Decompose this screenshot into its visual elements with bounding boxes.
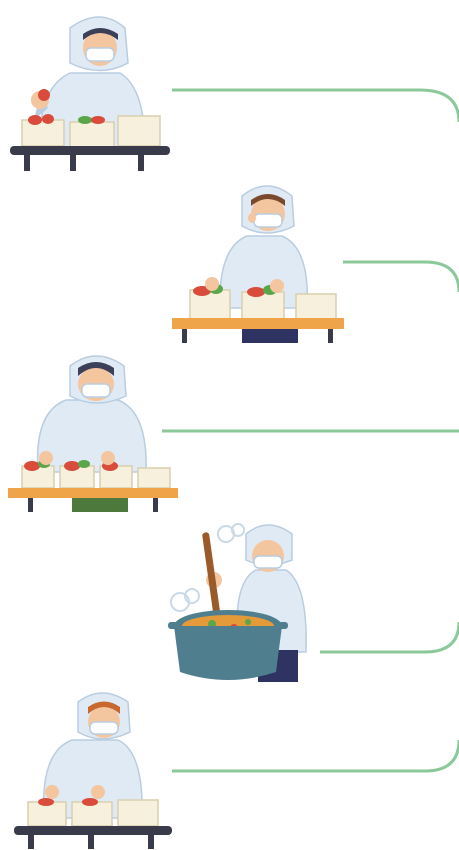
conveyor-belt bbox=[10, 146, 170, 171]
work-table bbox=[8, 488, 178, 512]
connector-line-2 bbox=[343, 262, 459, 292]
worker-filling-boxes-illustration bbox=[10, 8, 175, 173]
conveyor-belt bbox=[14, 826, 172, 849]
worker-packing-trays-illustration bbox=[8, 350, 178, 515]
soup-pot bbox=[168, 610, 288, 680]
connector-line-1 bbox=[172, 90, 459, 122]
work-table bbox=[172, 318, 344, 343]
produce-boxes bbox=[22, 114, 160, 148]
connector-line-5 bbox=[172, 740, 459, 771]
worker-adding-produce-illustration bbox=[172, 178, 344, 343]
worker-sealing-boxes-illustration bbox=[14, 688, 176, 850]
connector-line-4 bbox=[320, 622, 459, 652]
worker-figure bbox=[38, 356, 147, 472]
worker-stirring-soup-illustration bbox=[168, 522, 318, 687]
